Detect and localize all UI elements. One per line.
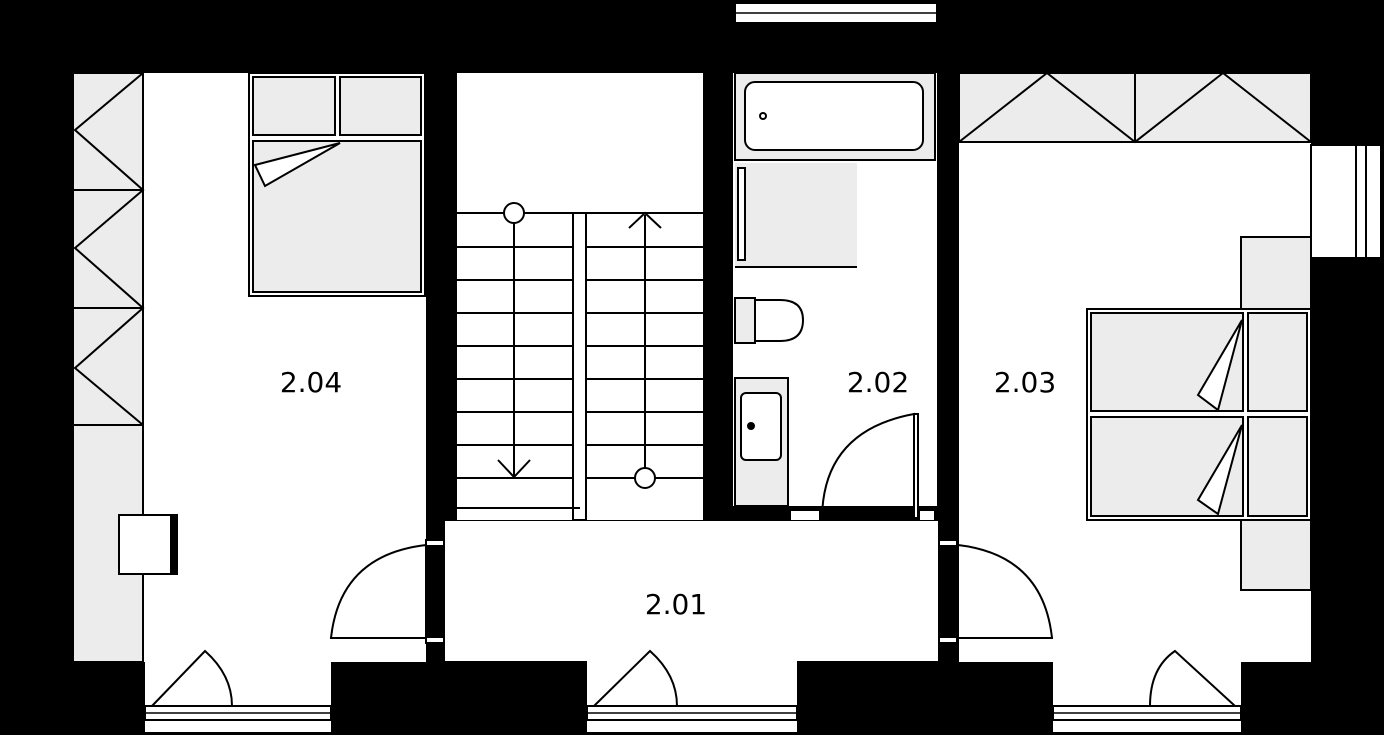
sink-tap bbox=[747, 422, 755, 430]
room-2-03-alcove bbox=[1053, 660, 1241, 732]
staircase bbox=[457, 73, 703, 521]
door-2-02 bbox=[913, 413, 919, 519]
bed-2-04-pillow-right bbox=[339, 76, 422, 136]
stair-up-arrow bbox=[628, 211, 662, 229]
room-2-02 bbox=[733, 2, 938, 522]
bed-2-04-blanket-fold bbox=[253, 142, 341, 188]
toilet-tank bbox=[734, 297, 756, 344]
shower bbox=[735, 163, 857, 267]
bathtub-drain bbox=[759, 112, 767, 120]
bed-2-04-pillow-left bbox=[252, 76, 336, 136]
room-label-2-02: 2.02 bbox=[847, 366, 909, 399]
room-2-01-floor bbox=[445, 521, 938, 661]
door-2-04-swing bbox=[329, 543, 427, 639]
room-2-04 bbox=[72, 72, 426, 732]
window-2-01-swing bbox=[593, 649, 678, 707]
bathtub-basin bbox=[744, 81, 924, 151]
bed-2-03-bottom-fold bbox=[1196, 424, 1243, 516]
room-label-2-01: 2.01 bbox=[645, 588, 707, 621]
bed-2-03-top-pillow bbox=[1247, 312, 1308, 412]
room-2-04-alcove bbox=[145, 660, 331, 732]
room-label-2-04: 2.04 bbox=[280, 366, 342, 399]
door-2-03-swing bbox=[957, 543, 1054, 639]
room-label-2-03: 2.03 bbox=[994, 366, 1056, 399]
bed-2-03-bottom-pillow bbox=[1247, 416, 1308, 517]
bed-2-03-top-fold bbox=[1196, 319, 1243, 412]
stair-down-arrow bbox=[497, 459, 531, 479]
door-2-04-jamb bbox=[425, 539, 445, 547]
door-2-03-jamb bbox=[938, 539, 958, 547]
room-2-01 bbox=[329, 521, 1054, 732]
desk-2-04 bbox=[118, 514, 178, 575]
room-2-03 bbox=[958, 71, 1382, 732]
stair-down-start bbox=[503, 202, 525, 224]
desk-2-04-edge bbox=[170, 515, 178, 574]
stair-up-start bbox=[634, 467, 656, 489]
sink-basin bbox=[740, 392, 782, 461]
window-2-04-swing bbox=[151, 649, 233, 707]
window-2-03-side bbox=[1310, 144, 1382, 259]
stair-rail bbox=[572, 212, 587, 521]
wardrobe-2-04-doors bbox=[73, 72, 145, 426]
shower-screen bbox=[737, 167, 746, 261]
door-2-02-swing bbox=[821, 412, 915, 521]
window-2-03-swing bbox=[1149, 649, 1236, 707]
toilet-bowl bbox=[754, 299, 805, 342]
room-2-01-alcove bbox=[587, 660, 797, 732]
